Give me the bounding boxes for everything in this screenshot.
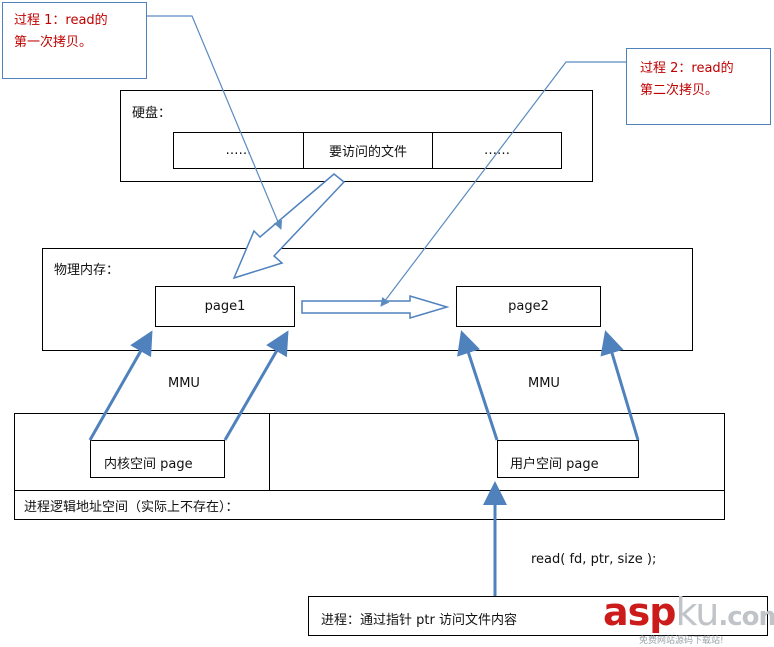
user-page-label: 用户空间 page bbox=[510, 457, 599, 472]
address-space-divider-h bbox=[14, 490, 725, 491]
disk-cell-left: …… bbox=[173, 132, 304, 169]
page2-label: page2 bbox=[508, 299, 549, 314]
kernel-page-box: 内核空间 page bbox=[90, 440, 225, 478]
disk-cell-file-label: 要访问的文件 bbox=[328, 145, 407, 160]
process-label: 进程：通过指针 ptr 访问文件内容 bbox=[321, 613, 517, 628]
disk-title: 硬盘： bbox=[132, 106, 172, 121]
address-space-divider-v bbox=[269, 413, 270, 491]
mmu-right-label: MMU bbox=[528, 376, 560, 391]
watermark-brand-b: ku bbox=[675, 590, 719, 634]
watermark-brand-c: .com bbox=[718, 602, 774, 632]
step2-note-line2: 第二次拷贝。 bbox=[640, 83, 719, 98]
page2-box: page2 bbox=[456, 286, 601, 327]
aspku-watermark-logo: aspku.com 免费网站源码下载站! bbox=[603, 592, 774, 646]
step2-note-line1: 过程 2：read的 bbox=[640, 61, 734, 76]
watermark-brand-a: asp bbox=[603, 590, 676, 634]
step1-note: 过程 1：read的 第一次拷贝。 bbox=[2, 2, 147, 79]
page1-label: page1 bbox=[204, 299, 246, 314]
step2-note: 过程 2：read的 第二次拷贝。 bbox=[626, 48, 771, 125]
process-box: 进程：通过指针 ptr 访问文件内容 bbox=[308, 596, 768, 636]
address-space-title: 进程逻辑地址空间（实际上不存在）： bbox=[24, 500, 239, 515]
disk-cell-right-label: …… bbox=[484, 143, 510, 158]
watermark-slogan: 免费网站源码下载站! bbox=[639, 636, 724, 646]
disk-cell-left-label: …… bbox=[225, 143, 252, 158]
step1-note-line2: 第一次拷贝。 bbox=[14, 35, 93, 50]
read-call-label: read( fd, ptr, size ); bbox=[531, 552, 657, 567]
step1-note-line1: 过程 1：read的 bbox=[14, 13, 108, 28]
disk-cell-file: 要访问的文件 bbox=[303, 132, 433, 169]
user-page-box: 用户空间 page bbox=[497, 440, 639, 478]
disk-cell-right: …… bbox=[432, 132, 562, 169]
page1-box: page1 bbox=[155, 286, 295, 327]
physical-memory-title: 物理内存： bbox=[54, 263, 120, 278]
kernel-page-label: 内核空间 page bbox=[104, 457, 193, 472]
mmu-left-label: MMU bbox=[168, 376, 200, 391]
